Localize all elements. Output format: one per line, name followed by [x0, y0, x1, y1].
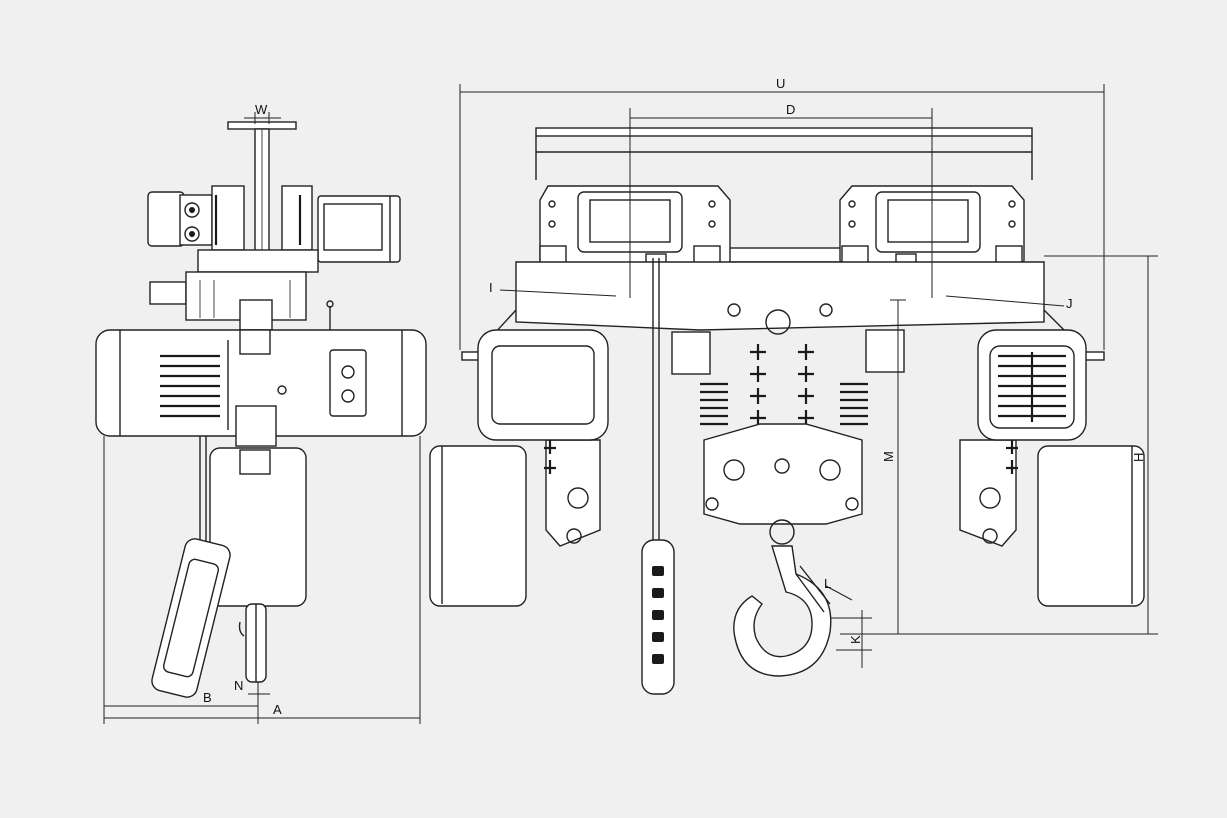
dim-label-h: H	[1131, 453, 1146, 462]
dim-label-j: J	[1066, 296, 1073, 311]
front-view-right-motor	[977, 329, 1145, 607]
dimension-labels: U D W I J M H L K B N A	[203, 76, 1146, 717]
dim-label-i: I	[489, 280, 493, 295]
front-view-pendant	[641, 258, 675, 695]
side-view-hook	[238, 603, 267, 683]
front-view-chains	[544, 344, 1018, 474]
dimension-lines	[103, 84, 1158, 724]
dim-label-k: K	[848, 635, 863, 644]
side-view-motor-fins	[160, 354, 220, 418]
side-view-hoist-body	[95, 329, 427, 447]
side-view-pendant	[151, 538, 231, 698]
front-view-left-motor	[429, 329, 609, 607]
front-view-hook-block	[703, 423, 863, 545]
dim-label-m: M	[881, 451, 896, 462]
dim-label-w: W	[255, 102, 268, 117]
front-view-springs	[671, 329, 905, 426]
dim-label-b: B	[203, 690, 212, 705]
side-view	[95, 121, 427, 698]
front-view-center-plate	[515, 261, 1045, 335]
front-view-hook	[733, 545, 832, 677]
dim-label-d: D	[786, 102, 795, 117]
fan-grille	[998, 352, 1066, 422]
side-view-trolley	[147, 185, 401, 331]
dim-label-a: A	[273, 702, 282, 717]
front-view	[429, 127, 1145, 695]
dim-label-n: N	[234, 678, 243, 693]
dim-label-u: U	[776, 76, 785, 91]
dim-label-l: L	[824, 576, 831, 591]
side-view-chain-container	[199, 436, 307, 607]
